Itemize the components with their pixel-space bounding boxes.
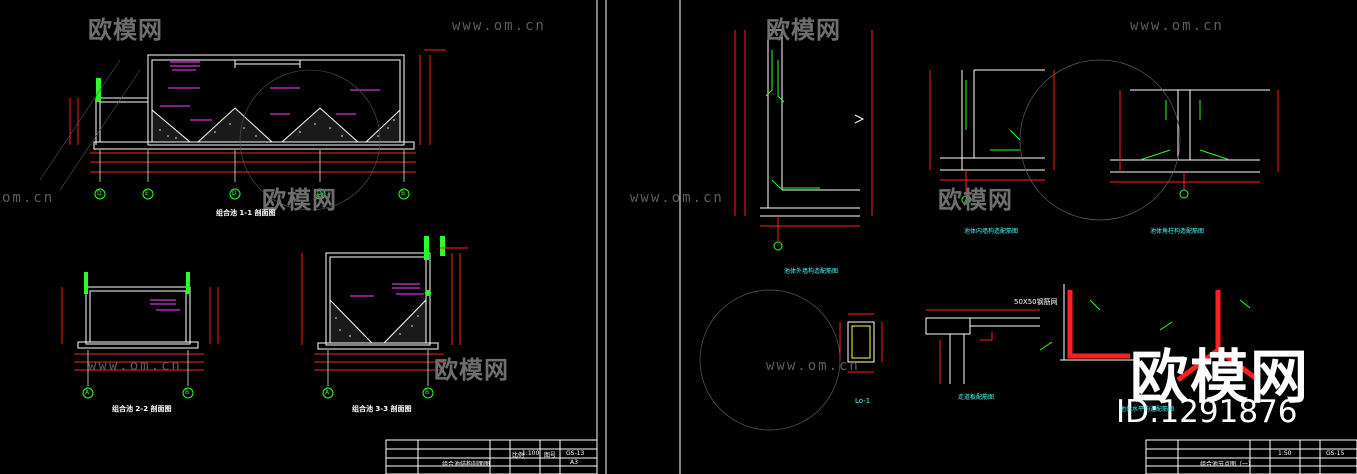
- axis-label: B: [401, 190, 406, 197]
- watermark-logo: 欧模网: [766, 16, 841, 44]
- left-scale-label: 比例: [512, 452, 525, 459]
- watermark-url: www.om.cn: [630, 190, 724, 206]
- section-3-3-drawing: [301, 236, 468, 386]
- left-sheet-label: 图号: [544, 452, 557, 459]
- watermark-url: www.om.cn: [766, 358, 860, 374]
- watermark-logo: 欧模网: [88, 16, 163, 44]
- watermark-url: www.om.cn: [1130, 18, 1224, 34]
- axis-label: D: [97, 190, 102, 197]
- caption-walkway: 走道板配筋图: [958, 394, 995, 401]
- axis-label: B: [425, 389, 430, 396]
- watermark-model-id: ID:1291876: [1116, 394, 1298, 430]
- detail-horizontal: [1067, 290, 1260, 382]
- annotation-mesh: 50X50钢筋网: [1014, 298, 1058, 306]
- caption-column: 池体角柱构造配筋图: [1150, 228, 1205, 235]
- left-sheet-size: A3: [570, 459, 578, 466]
- axis-label: D: [232, 190, 237, 197]
- detail-column: [1110, 89, 1270, 173]
- caption-horizontal: 池体水平构造配筋图: [1120, 406, 1175, 413]
- watermark-url: www.om.cn: [88, 358, 182, 374]
- axis-label: A: [325, 389, 330, 396]
- watermark-big-brand: 欧模网: [1130, 343, 1311, 411]
- caption-section-1-1: 组合池 1-1 剖面图: [216, 209, 276, 217]
- axis-label: D: [317, 190, 322, 197]
- axis-label: E: [145, 190, 149, 197]
- caption-section-2-2: 组合池 2-2 剖面图: [112, 405, 172, 413]
- caption-outer-wall: 池体外墙构造配筋图: [784, 268, 839, 275]
- watermark-url: om.cn: [2, 190, 55, 206]
- axis-label: A: [85, 389, 90, 396]
- section-2-2-drawing: [61, 272, 219, 386]
- detail-walkway: [925, 317, 1040, 384]
- caption-inner-wall: 池体内墙构造配筋图: [964, 228, 1019, 235]
- watermark-url: www.om.cn: [452, 18, 546, 34]
- detail-outer-wall: [760, 29, 865, 217]
- left-title-block: [385, 439, 598, 474]
- right-drawing-title: 组合池节点图（一）: [1200, 461, 1255, 468]
- watermark-logo: 欧模网: [262, 186, 337, 214]
- detail-lo1: [847, 321, 875, 363]
- right-sheet-no: GS-15: [1326, 450, 1345, 457]
- right-scale: 1:50: [1278, 450, 1292, 457]
- left-sheet-no: GS-13: [566, 450, 585, 457]
- left-scale: 1:100: [522, 450, 540, 457]
- watermark-logo: 欧模网: [938, 186, 1013, 214]
- caption-section-3-3: 组合池 3-3 剖面图: [352, 405, 412, 413]
- left-drawing-title: 组合池结构剖面图: [442, 461, 491, 468]
- section-1-1-drawing: [39, 49, 446, 211]
- watermark-logo: 欧模网: [434, 356, 509, 384]
- caption-lo1: Lo-1: [855, 397, 871, 405]
- axis-label: B: [185, 389, 190, 396]
- detail-inner-wall: [940, 69, 1045, 171]
- right-title-block: [1145, 439, 1357, 474]
